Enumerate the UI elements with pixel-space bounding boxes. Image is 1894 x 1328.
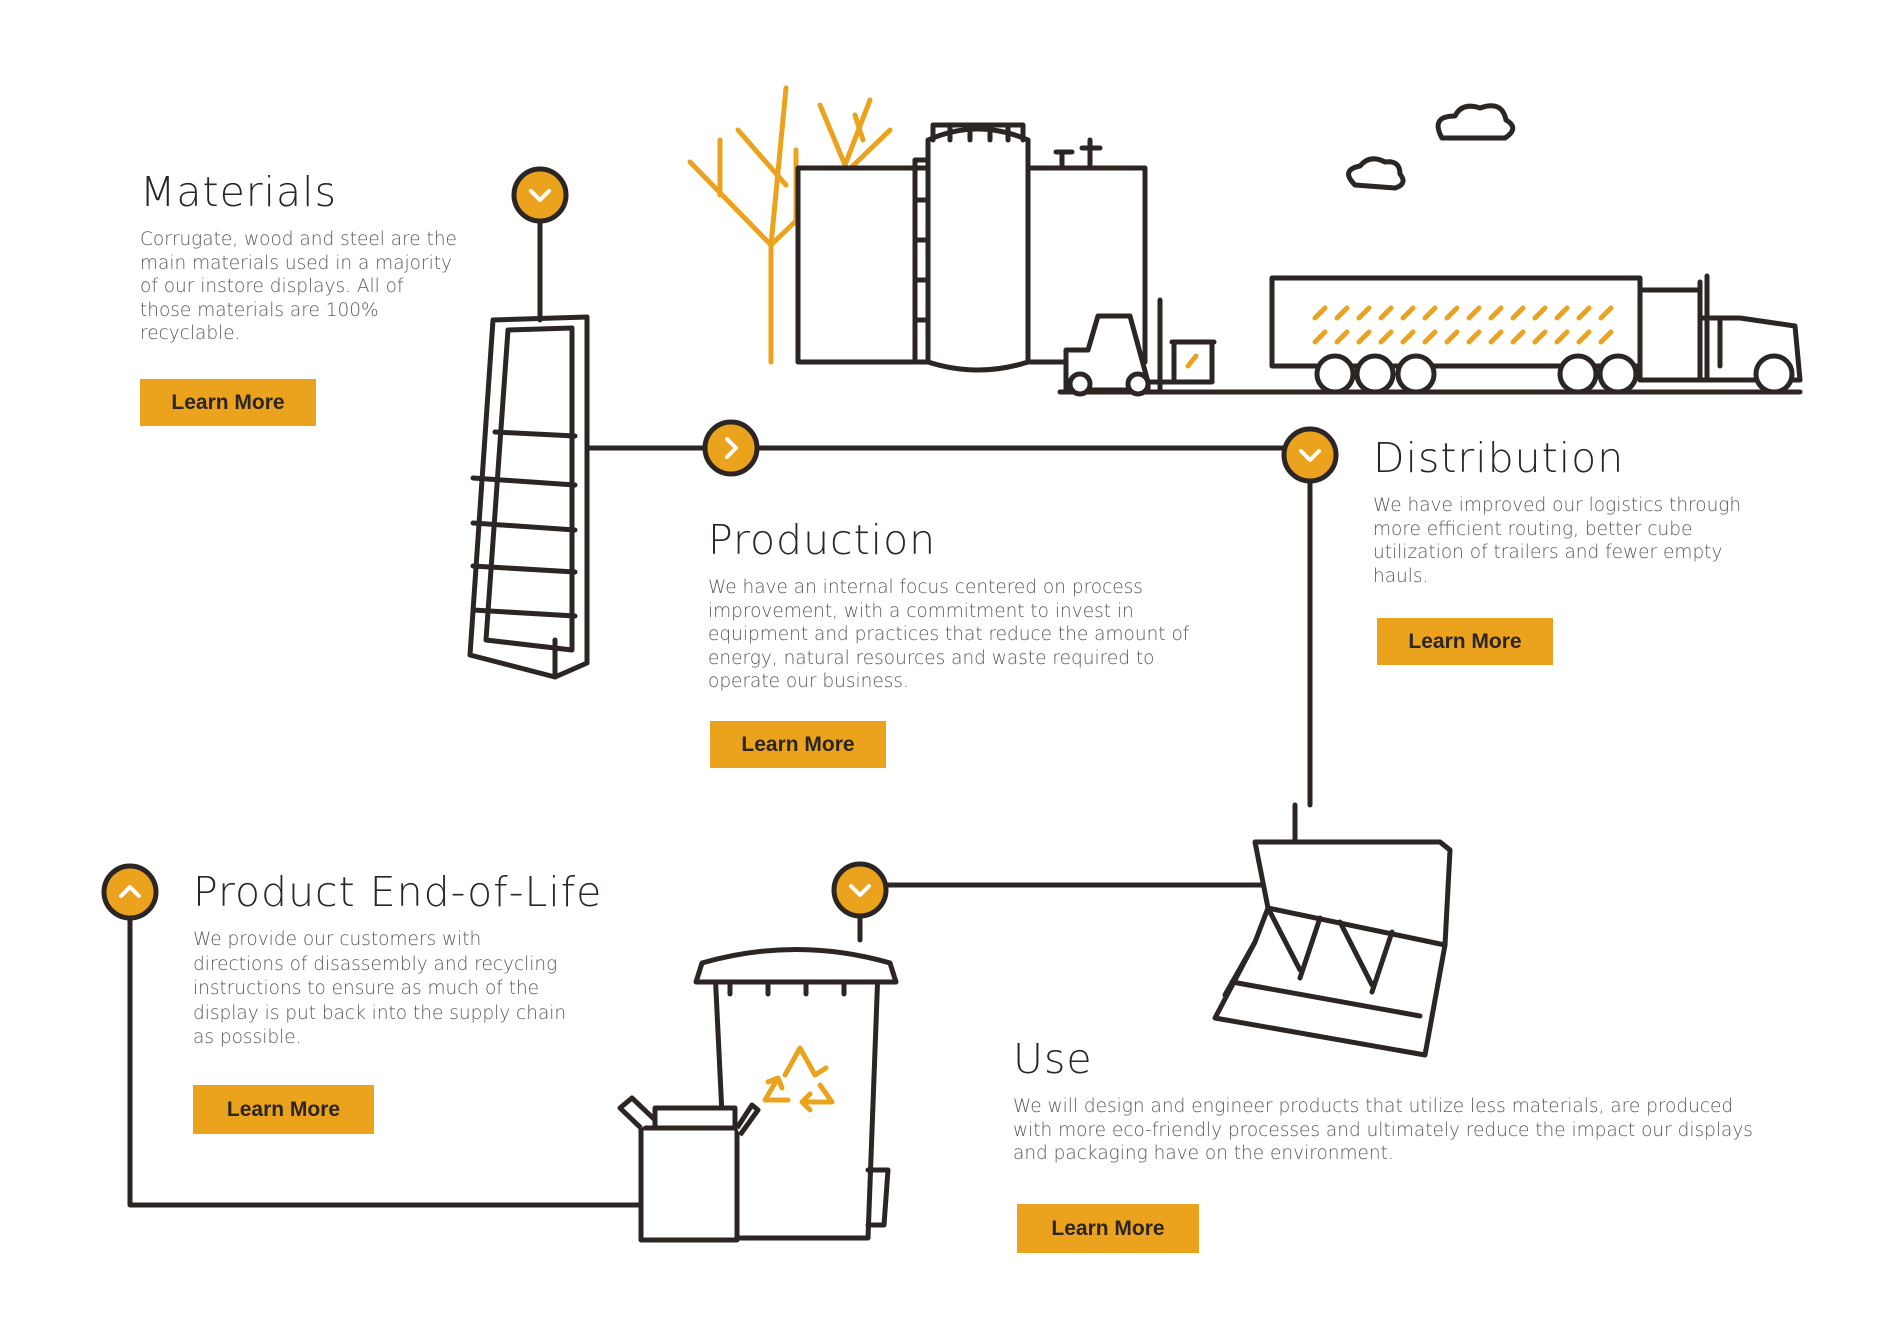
- trailer-hatch-mark: [1422, 329, 1438, 345]
- recycling-bin-icon: [693, 947, 899, 1241]
- end-of-life-title: Product End-of-Life: [193, 868, 603, 916]
- cloud-icon: [1346, 103, 1516, 191]
- trailer-hatch-mark: [1532, 305, 1548, 321]
- chevron-down-icon: [529, 189, 551, 202]
- trailer-hatch-mark: [1444, 329, 1460, 345]
- trailer-hatch-mark: [1334, 305, 1350, 321]
- trailer-hatch-mark: [1400, 305, 1416, 321]
- distribution-body: We have improved our logistics through m…: [1373, 495, 1742, 587]
- production-node[interactable]: [702, 419, 760, 477]
- distribution-learn-more-button[interactable]: Learn More: [1377, 618, 1553, 665]
- distribution-section: Distribution We have improved our logist…: [1373, 434, 1753, 588]
- trailer-hatch-mark: [1576, 305, 1592, 321]
- trailer-hatch-mark: [1312, 305, 1328, 321]
- cardboard-box-icon: [617, 1095, 761, 1243]
- trailer-hatch-mark: [1312, 329, 1328, 345]
- trailer-hatch-mark: [1466, 305, 1482, 321]
- end-of-life-learn-more-button[interactable]: Learn More: [193, 1085, 374, 1134]
- use-node[interactable]: [831, 861, 889, 919]
- materials-section: Materials Corrugate, wood and steel are …: [140, 168, 460, 346]
- trailer-hatch-mark: [1400, 329, 1416, 345]
- materials-body: Corrugate, wood and steel are the main m…: [140, 229, 457, 344]
- trailer-hatch-mark: [1444, 305, 1460, 321]
- use-title: Use: [1013, 1035, 1093, 1083]
- factory-icon: [795, 122, 1148, 373]
- trailer-hatch-mark: [1488, 329, 1504, 345]
- trailer-hatch-mark: [1466, 329, 1482, 345]
- forklift-icon: [1063, 297, 1217, 397]
- end-of-life-body: We provide our customers with directions…: [193, 929, 567, 1048]
- trailer-hatch-mark: [1510, 305, 1526, 321]
- trailer-hatch-mark: [1378, 329, 1394, 345]
- end-of-life-node[interactable]: [101, 863, 159, 921]
- trailer-hatch-mark: [1554, 305, 1570, 321]
- trailer-hatch-mark: [1510, 329, 1526, 345]
- trailer-hatch-mark: [1598, 329, 1614, 345]
- production-section: Production We have an internal focus cen…: [708, 516, 1218, 694]
- truck-icon: [1269, 273, 1803, 395]
- trailer-hatch-mark: [1422, 305, 1438, 321]
- trailer-hatch-mark: [1532, 329, 1548, 345]
- trailer-hatch-mark: [1598, 305, 1614, 321]
- counter-display-icon: [1212, 802, 1453, 1058]
- distribution-node[interactable]: [1281, 426, 1339, 484]
- chevron-right-icon: [725, 437, 738, 459]
- trailer-hatch-mark: [1576, 329, 1592, 345]
- production-title: Production: [708, 516, 937, 564]
- chevron-up-icon: [119, 885, 141, 898]
- use-body: We will design and engineer products tha…: [1013, 1096, 1753, 1164]
- display-rack-icon: [467, 314, 590, 680]
- distribution-title: Distribution: [1373, 434, 1625, 482]
- use-learn-more-button[interactable]: Learn More: [1017, 1204, 1199, 1253]
- chevron-down-icon: [1299, 449, 1321, 462]
- end-of-life-section: Product End-of-Life We provide our custo…: [193, 868, 603, 1051]
- materials-learn-more-button[interactable]: Learn More: [140, 379, 316, 426]
- trailer-hatch-mark: [1378, 305, 1394, 321]
- materials-title: Materials: [140, 168, 337, 216]
- chevron-down-icon: [849, 884, 871, 897]
- trailer-hatch-mark: [1356, 305, 1372, 321]
- trailer-hatch-mark: [1554, 329, 1570, 345]
- trailer-hatch-mark: [1334, 329, 1350, 345]
- trailer-hatch-mark: [1488, 305, 1504, 321]
- materials-node[interactable]: [511, 166, 569, 224]
- use-section: Use We will design and engineer products…: [1013, 1035, 1753, 1166]
- trailer-hatch-mark: [1356, 329, 1372, 345]
- production-learn-more-button[interactable]: Learn More: [710, 721, 886, 768]
- production-body: We have an internal focus centered on pr…: [708, 577, 1190, 692]
